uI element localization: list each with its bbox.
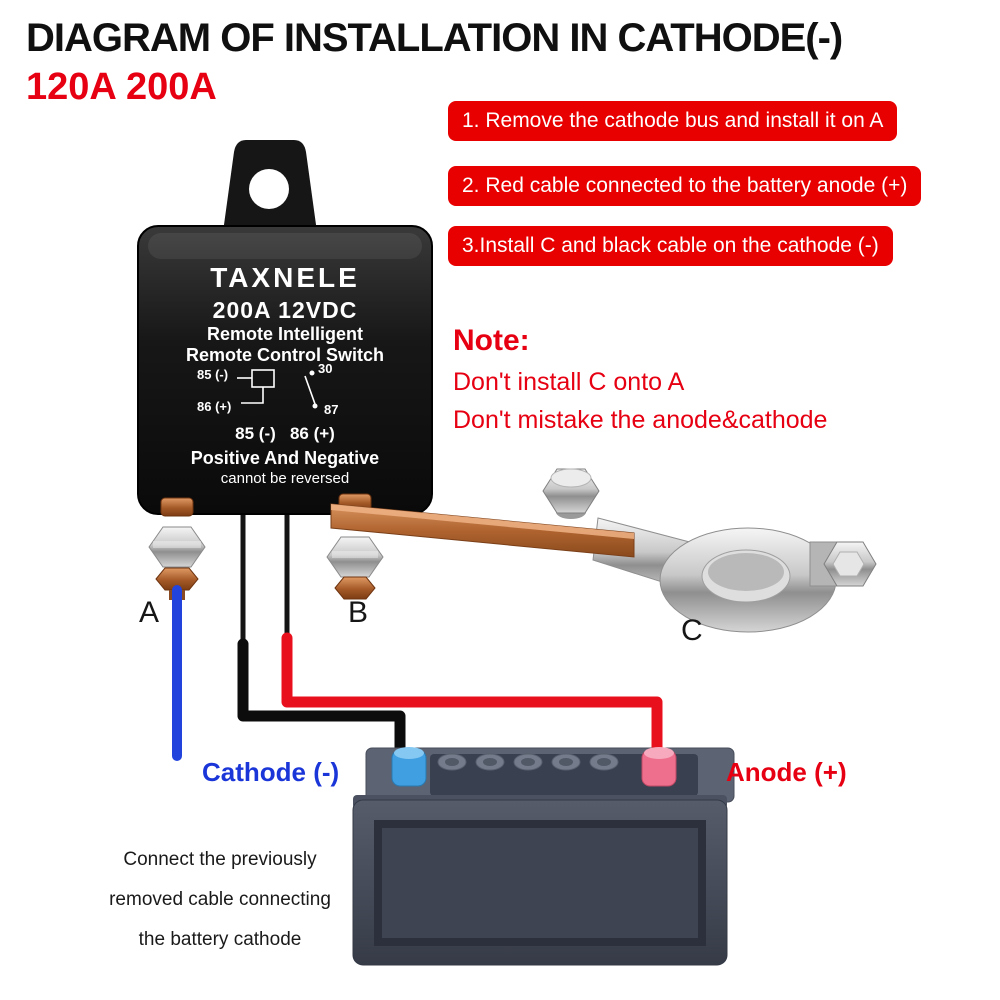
- black-cable-to-cathode: [237, 638, 406, 766]
- amperage-subtitle: 120A 200A: [26, 66, 217, 108]
- relay-mounting-tab: [223, 140, 317, 232]
- relay-terminal-30: 30: [318, 361, 333, 376]
- relay-body: [137, 225, 433, 515]
- red-cable-to-anode: [281, 632, 663, 768]
- mounting-hole: [249, 169, 289, 209]
- relay-terminal-85: 85 (-): [197, 367, 229, 382]
- battery: [352, 747, 735, 966]
- label-c: C: [681, 614, 703, 647]
- battery-clamp-c: [592, 517, 877, 633]
- note-line-2: Don't mistake the anode&cathode: [453, 406, 828, 434]
- step-3-banner: 3.Install C and black cable on the catho…: [448, 226, 893, 266]
- page-title: DIAGRAM OF INSTALLATION IN CATHODE(-): [26, 16, 843, 60]
- relay-warning-line1: Positive And Negative: [190, 448, 380, 468]
- copper-bus-bar: [330, 503, 635, 558]
- cathode-label: Cathode (-): [202, 757, 340, 787]
- relay-terminal-86: 86 (+): [197, 399, 232, 414]
- note-heading: Note:: [453, 324, 530, 357]
- step-2-banner: 2. Red cable connected to the battery an…: [448, 166, 922, 206]
- step-1-banner: 1. Remove the cathode bus and install it…: [448, 101, 898, 141]
- footer-note-line-3: the battery cathode: [138, 929, 302, 950]
- footer-note-line-2: removed cable connecting: [109, 889, 331, 910]
- relay-schematic: [237, 369, 318, 409]
- relay-bottom-terminals: 85 (-) 86 (+): [235, 424, 335, 443]
- relay-brand: TAXNELE: [210, 262, 360, 293]
- bus-bar-bolt: [542, 468, 600, 519]
- label-a: A: [139, 596, 160, 629]
- terminal-b-hardware: [326, 536, 384, 600]
- relay-terminal-87: 87: [324, 402, 339, 417]
- relay-description-line1: Remote Intelligent: [206, 324, 363, 344]
- footer-note-line-1: Connect the previously: [123, 849, 317, 870]
- battery-terminal-cathode: [391, 747, 427, 787]
- label-b: B: [348, 596, 369, 629]
- note-line-1: Don't install C onto A: [453, 368, 685, 396]
- footer-note: Connect the previously removed cable con…: [98, 840, 342, 960]
- battery-caps: [437, 753, 619, 771]
- relay-rating: 200A 12VDC: [212, 297, 358, 323]
- battery-terminal-anode: [641, 747, 677, 787]
- relay-warning-line2: cannot be reversed: [220, 470, 350, 487]
- relay-description-line2: Remote Control Switch: [185, 345, 384, 365]
- anode-label: Anode (+): [726, 757, 847, 787]
